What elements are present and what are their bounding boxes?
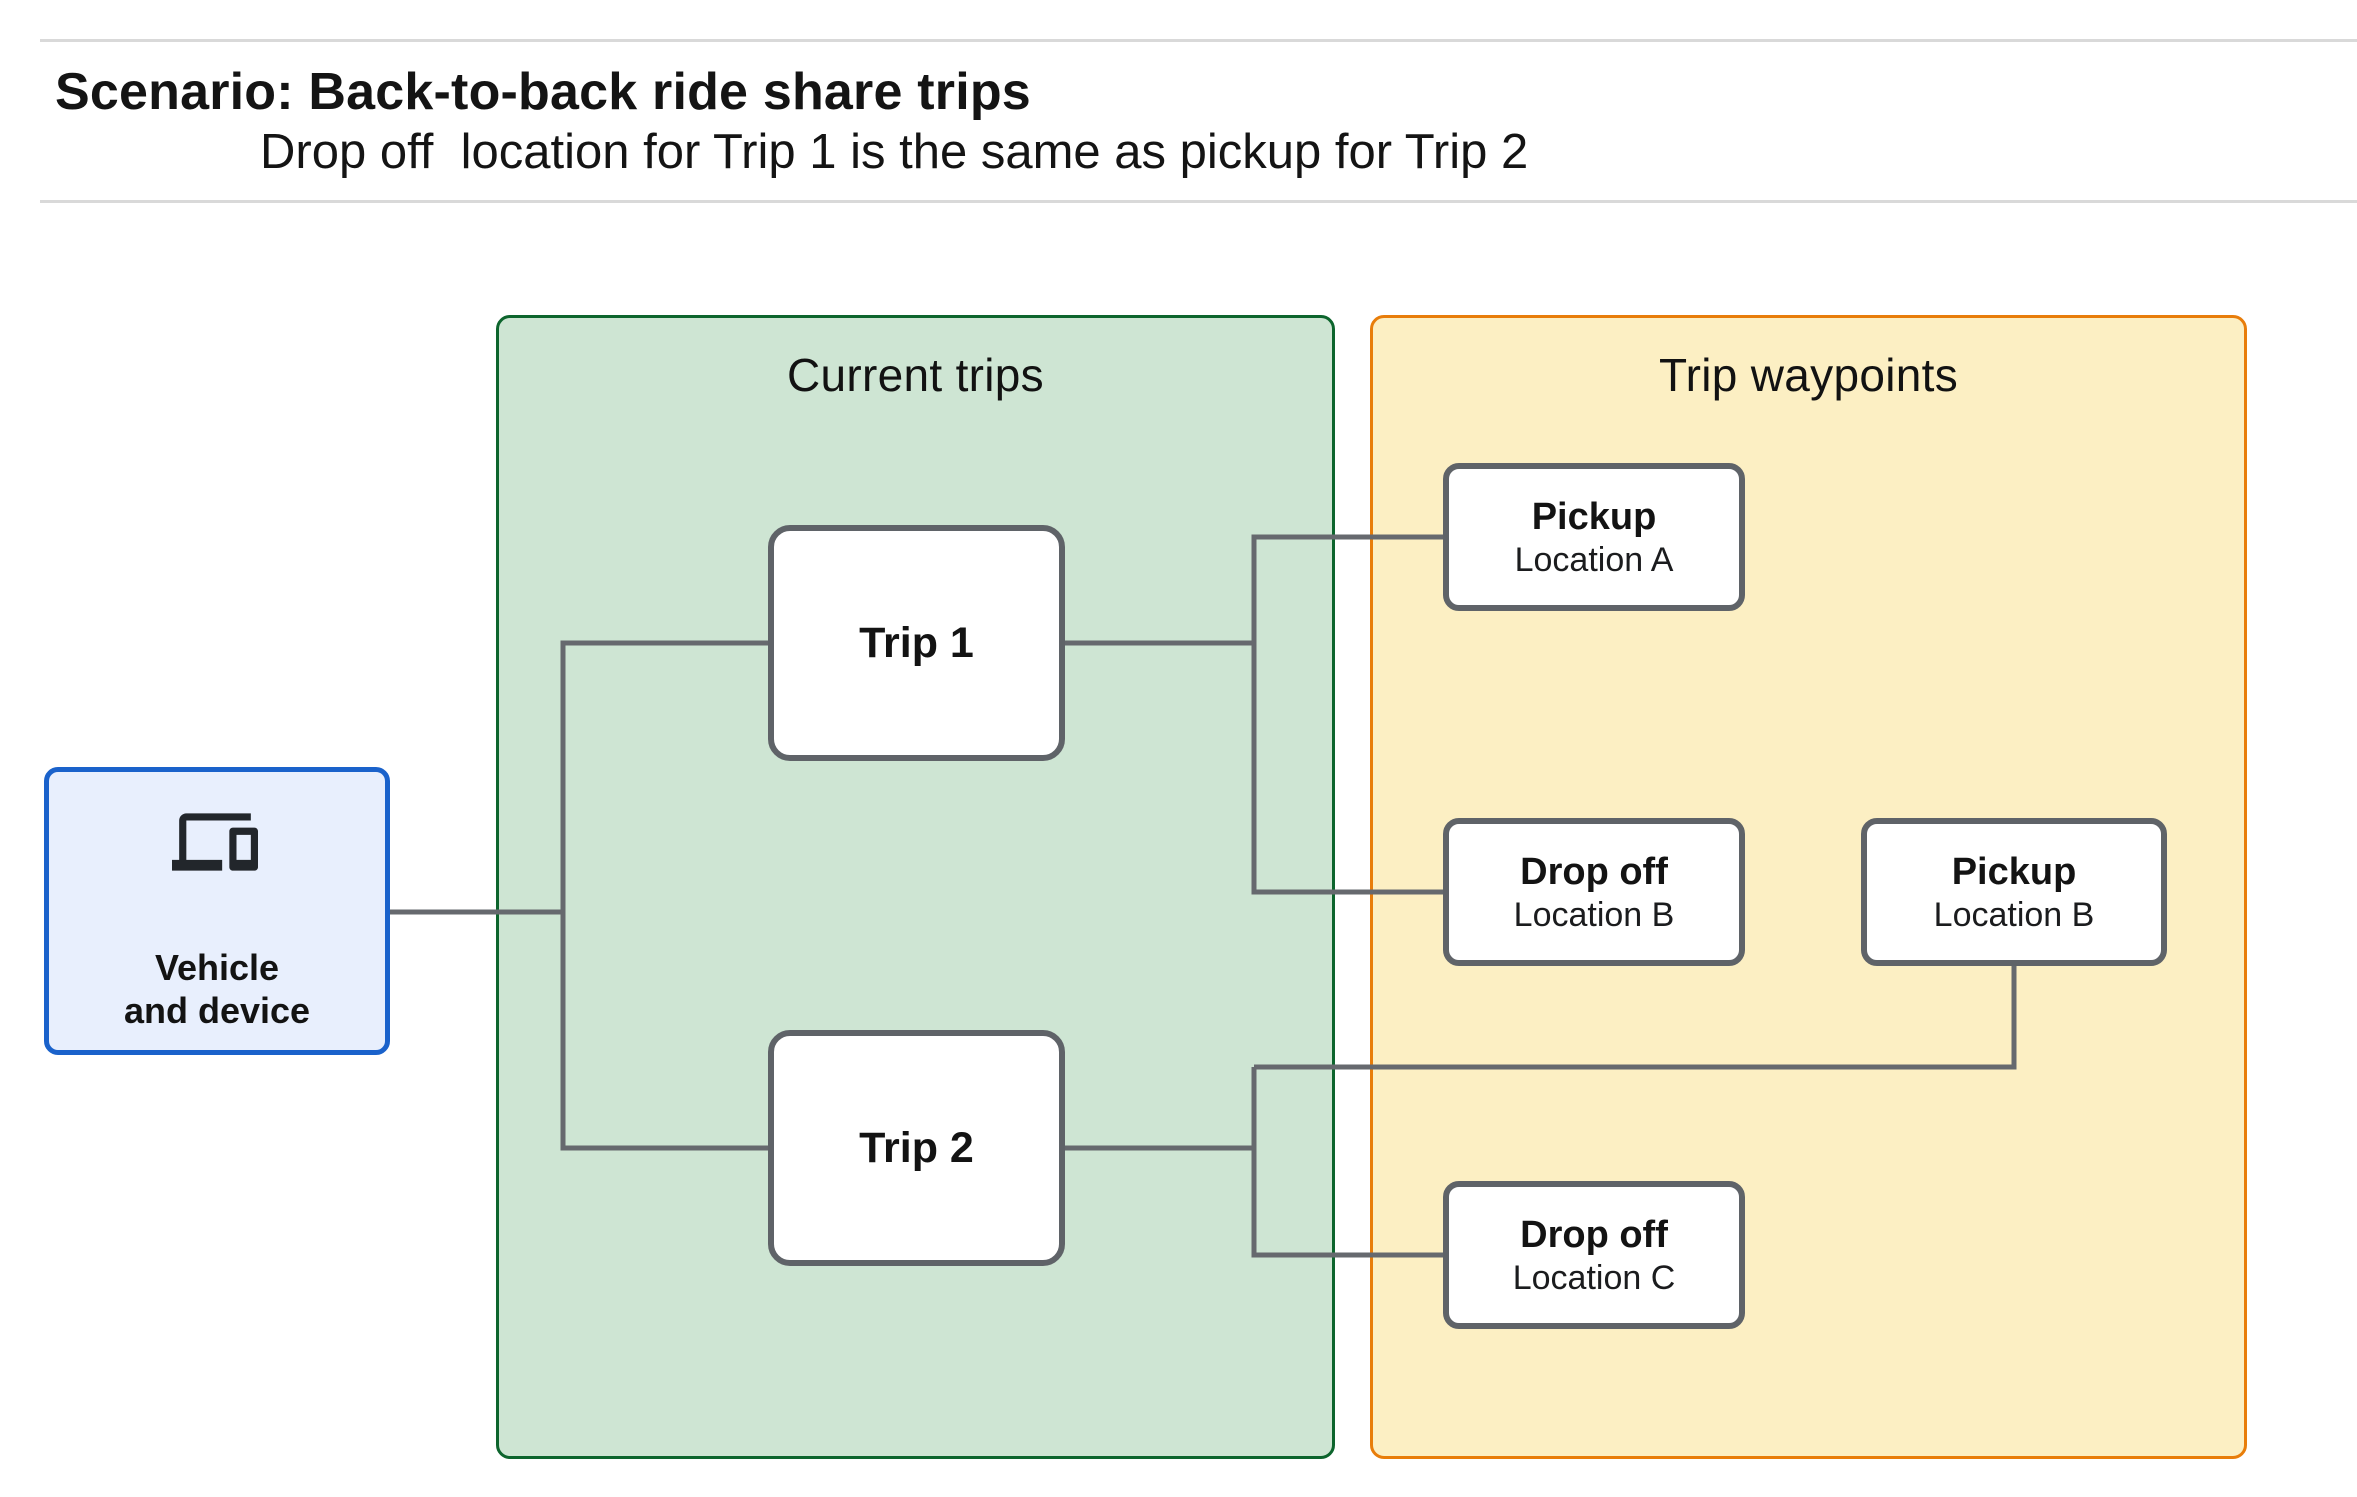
- trip-2-label: Trip 2: [859, 1123, 974, 1172]
- trip-1-node: Trip 1: [768, 525, 1065, 761]
- trip-2-node: Trip 2: [768, 1030, 1065, 1266]
- waypoint-location: Location A: [1514, 541, 1674, 579]
- waypoint-type: Drop off: [1520, 1214, 1668, 1256]
- vehicle-and-device-label: Vehicle and device: [44, 946, 390, 1032]
- header-bottom-divider: [40, 200, 2357, 203]
- vehicle-label-line2: and device: [123, 990, 311, 1031]
- waypoint-dropoff-location-b: Drop off Location B: [1443, 818, 1745, 966]
- waypoint-location: Location C: [1512, 1259, 1676, 1297]
- header-top-divider: [40, 39, 2357, 42]
- waypoint-location: Location B: [1513, 896, 1675, 934]
- page-subtitle: Drop off location for Trip 1 is the same…: [260, 125, 1529, 179]
- current-trips-title: Current trips: [787, 349, 1044, 401]
- devices-icon: [172, 813, 258, 871]
- waypoint-type: Drop off: [1520, 851, 1668, 893]
- waypoint-type: Pickup: [1531, 496, 1657, 538]
- trip-waypoints-title: Trip waypoints: [1658, 349, 1959, 401]
- current-trips-panel: Current trips: [496, 315, 1335, 1459]
- page-title: Scenario: Back-to-back ride share trips: [55, 63, 1031, 121]
- waypoint-type: Pickup: [1951, 851, 2077, 893]
- vehicle-label-line1: Vehicle: [154, 947, 280, 988]
- waypoint-location: Location B: [1933, 896, 2095, 934]
- waypoint-pickup-location-b: Pickup Location B: [1861, 818, 2167, 966]
- waypoint-dropoff-location-c: Drop off Location C: [1443, 1181, 1745, 1329]
- trip-1-label: Trip 1: [859, 618, 974, 667]
- waypoint-pickup-location-a: Pickup Location A: [1443, 463, 1745, 611]
